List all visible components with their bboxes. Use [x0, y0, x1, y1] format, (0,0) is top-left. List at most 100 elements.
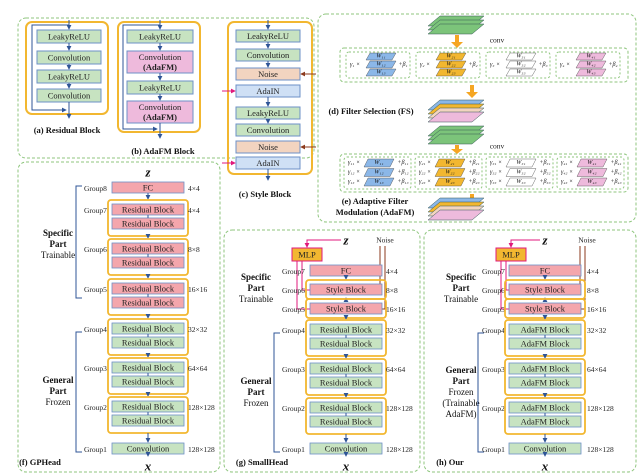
residual-block-label: Residual Block — [320, 339, 373, 349]
fs-beta: +β₄ — [608, 62, 617, 68]
afm-filter-label: W₄₃ — [587, 179, 596, 185]
panel-h-specific-sub: Trainable — [444, 294, 478, 304]
group-label: Group1 — [84, 445, 107, 454]
panel-f-specific-title: Specific — [43, 228, 73, 238]
panel-b-skip-connection — [122, 24, 160, 132]
panels-abc: LeakyReLU Convolution LeakyReLU Convolut… — [17, 17, 316, 199]
afm-filter-parallelogram — [363, 158, 395, 168]
panel-h-mlp — [495, 247, 527, 262]
afm-filter-label: W₃₁ — [516, 160, 525, 166]
afm-beta: +β₃₁ — [539, 160, 550, 166]
residual-block-label: Residual Block — [122, 284, 175, 294]
afm-filter-label: W₃₃ — [516, 179, 525, 185]
group-size: 4×4 — [587, 267, 599, 276]
panel-h-caption: (h) Our — [436, 457, 464, 467]
panel-f-general-part-label: General Part Frozen — [43, 375, 74, 407]
afm-gamma: γ₄₁ × — [561, 160, 573, 166]
panel-a-residual-block: LeakyReLU Convolution LeakyReLU Convolut… — [25, 20, 109, 135]
afm-gamma: γ₄₃ × — [561, 179, 573, 185]
afm-beta: +β₃₂ — [539, 170, 550, 176]
panel-h-noise-label: Noise — [578, 236, 596, 245]
group-label: Group3 — [282, 365, 305, 374]
fs-filter-label: W₂₁ — [446, 54, 455, 60]
panel-f-specific-part-label: Specific Part Trainable — [41, 228, 75, 260]
afm-beta: +β₂₂ — [468, 170, 479, 176]
fs-filter-parallelogram — [365, 60, 397, 69]
group-size: 128×128 — [587, 445, 614, 454]
fs-gamma: γ₁ × — [350, 62, 360, 68]
fs-filter-parallelogram — [435, 68, 467, 77]
panel-a-skip-connection — [31, 24, 69, 113]
panel-b-adafm-2-label: (AdaFM) — [143, 112, 177, 122]
afm-filter-parallelogram — [576, 158, 608, 168]
panel-g-specific-part: Part — [248, 283, 265, 293]
group-label: Group8 — [84, 184, 107, 193]
afm-filter-parallelogram — [505, 158, 537, 168]
fs-filter-label: W₄₃ — [586, 70, 595, 76]
style-block-label: Style Block — [326, 285, 367, 295]
group-size: 16×16 — [386, 305, 405, 314]
panel-a-caption: (a) Residual Block — [34, 125, 101, 135]
convolution-block-label: Convolution — [524, 444, 567, 454]
group-label: Group5 — [84, 285, 107, 294]
panel-f-caption: (f) GPHead — [19, 457, 61, 467]
panel-a-leakyrelu-1-label: LeakyReLU — [48, 32, 90, 42]
panel-d-input-stack — [427, 15, 485, 35]
group-label: Group7 — [482, 267, 505, 276]
panel-e-caption-line2: Modulation (AdaFM) — [336, 207, 415, 217]
afm-gamma: γ₄₂ × — [561, 170, 573, 176]
panel-h-x: x — [541, 459, 549, 474]
panel-c-leakyrelu-1-label: LeakyReLU — [247, 31, 289, 41]
panel-c-caption: (c) Style Block — [239, 189, 292, 199]
panel-c-noise-1 — [235, 67, 301, 81]
panel-h-general-part: Part — [453, 376, 470, 386]
panel-g-mlp — [291, 247, 323, 262]
fs-gamma: γ₄ × — [560, 62, 570, 68]
panel-c-convolution-2-label: Convolution — [247, 125, 290, 135]
panel-c-convolution-1-label: Convolution — [247, 50, 290, 60]
afm-beta: +β₁₂ — [397, 170, 408, 176]
panel-g-general-part: Part — [248, 387, 265, 397]
panel-f-z: z — [144, 165, 151, 180]
panel-g-general-sub: Frozen — [244, 398, 269, 408]
afm-beta: +β₄₁ — [610, 160, 621, 166]
afm-gamma: γ₃₂ × — [490, 170, 502, 176]
group-label: Group3 — [84, 364, 107, 373]
panel-g-x: x — [342, 459, 350, 474]
panel-e-output-stack — [427, 197, 485, 221]
fs-filter-label: W₃₁ — [516, 54, 525, 60]
panel-g-general-title: General — [241, 376, 272, 386]
panel-f-specific-part: Part — [50, 239, 67, 249]
group-label: Group7 — [282, 267, 305, 276]
panel-b-leakyrelu-1-label: LeakyReLU — [139, 32, 181, 42]
afm-filter-label: W₁₃ — [374, 179, 383, 185]
adafm-block-label: AdaFM Block — [521, 364, 571, 374]
panel-f-x: x — [144, 459, 152, 474]
fc-block-label: FC — [341, 266, 352, 276]
fs-filter-parallelogram — [435, 60, 467, 69]
afm-filter-parallelogram — [505, 177, 537, 187]
group-size: 128×128 — [386, 445, 413, 454]
group-size: 4×4 — [188, 206, 200, 215]
fs-gamma: γ₃ × — [490, 62, 500, 68]
afm-gamma: γ₂₃ × — [419, 179, 431, 185]
group-size: 64×64 — [587, 365, 606, 374]
residual-block-label: Residual Block — [122, 324, 175, 334]
panel-f-general-title: General — [43, 375, 74, 385]
afm-filter-label: W₂₂ — [445, 170, 454, 176]
afm-filter-parallelogram — [363, 177, 395, 187]
adafm-block-label: AdaFM Block — [521, 378, 571, 388]
fs-filter-parallelogram — [365, 68, 397, 77]
panel-g-border — [223, 229, 421, 473]
panel-h-general-sub1: Frozen — [449, 387, 474, 397]
panel-g-caption: (g) SmallHead — [236, 457, 288, 467]
panel-g-mlp-label: MLP — [298, 250, 316, 260]
group-label: Group5 — [282, 305, 305, 314]
group-label: Group4 — [84, 325, 107, 334]
panel-g-noise-label: Noise — [376, 236, 394, 245]
panel-d-conv-arrowhead — [451, 42, 463, 48]
panel-c-convolution-2 — [235, 123, 301, 137]
afm-filter-label: W₂₃ — [445, 179, 454, 185]
